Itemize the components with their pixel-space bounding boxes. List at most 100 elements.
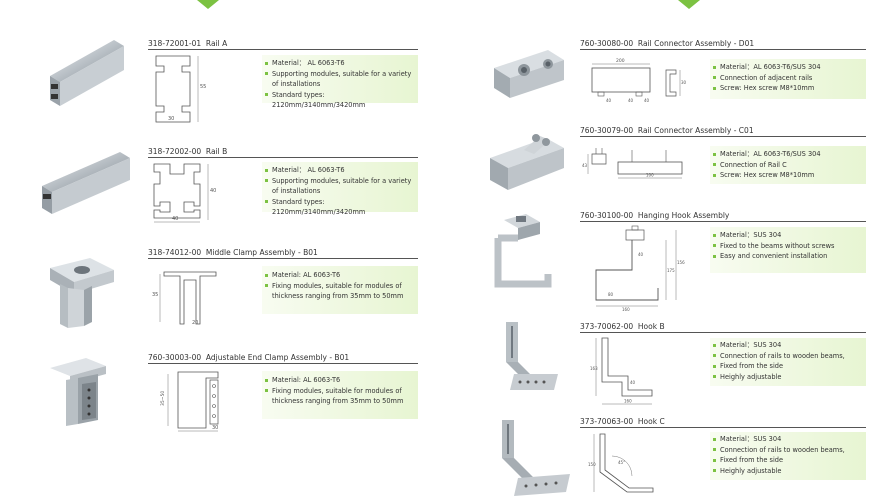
middle-clamp-spec-2: Fixing modules, suitable for modules of … [262,281,418,302]
hook-b-spec-2: Connection of rails to wooden beams, [710,351,866,362]
hanging-hook-drawing: 40 175 156 80 160 [595,225,685,312]
hook-b-header: 373-70062-00 Hook B [580,322,866,333]
middle-clamp-dim-height: 35 [152,292,158,298]
rail-a-specs: Material： AL 6063-T6 Supporting modules,… [262,55,418,109]
rail-b-dim-height: 40 [210,188,216,194]
end-clamp-spec-1: Material: AL 6063-T6 [262,375,418,386]
hanging-hook-name: Hanging Hook Assembly [637,211,730,220]
rail-b-spec-2: Supporting modules, suitable for a varie… [262,176,418,197]
rail-a-spec-1: Material： AL 6063-T6 [262,58,418,69]
end-clamp-code: 760-30003-00 [148,353,202,362]
middle-clamp-header: 318-74012-00 Middle Clamp Assembly - B01 [148,248,418,259]
rail-connector-d01-dim-a: 40 [606,98,612,103]
rail-a-drawing: 55 30 [155,55,206,123]
hook-c-drawing: 45° 150 [588,433,654,493]
rail-b-specs: Material： AL 6063-T6 Supporting modules,… [262,162,418,216]
rail-connector-c01-dim-height: 43 [582,163,588,168]
rail-connector-c01-spec-1: Material：AL 6063-T6/SUS 304 [710,149,866,160]
rail-connector-c01-spec-3: Screw: Hex screw M8*10mm [710,170,866,181]
hook-b-code: 373-70062-00 [580,322,634,331]
rail-b-dim-width: 40 [172,216,178,222]
end-clamp-drawing: 35~50 30 [160,371,219,432]
rail-connector-d01-dim-height: 30 [681,80,687,85]
rail-b-spec-1: Material： AL 6063-T6 [262,165,418,176]
hanging-hook-dim-c: 156 [677,260,685,265]
hanging-hook-specs: Material：SUS 304 Fixed to the beams with… [710,227,866,273]
section-arrow-right [678,0,700,9]
middle-clamp-photo [50,258,114,328]
hook-b-spec-3: Fixed from the side [710,361,866,372]
hanging-hook-dim-a: 40 [638,252,644,257]
rail-a-dim-width: 30 [168,116,174,122]
rail-connector-d01-name: Rail Connector Assembly - D01 [637,39,755,48]
hook-c-spec-3: Fixed from the side [710,455,866,466]
rail-a-photo [50,40,124,106]
rail-connector-c01-specs: Material：AL 6063-T6/SUS 304 Connection o… [710,146,866,184]
hanging-hook-dim-d: 80 [608,292,614,297]
end-clamp-name: Adjustable End Clamp Assembly - B01 [205,353,350,362]
hook-c-spec-2: Connection of rails to wooden beams, [710,445,866,456]
hook-b-spec-4: Heighly adjustable [710,372,866,383]
rail-connector-c01-drawing: 43 100 [582,148,683,179]
rail-a-spec-2: Supporting modules, suitable for a varie… [262,69,418,90]
hook-b-spec-1: Material：SUS 304 [710,340,866,351]
hanging-hook-spec-1: Material：SUS 304 [710,230,866,241]
section-arrow-left [197,0,219,9]
rail-b-header: 318-72002-00 Rail B [148,147,418,158]
middle-clamp-spec-1: Material: AL 6063-T6 [262,270,418,281]
hook-c-header: 373-70063-00 Hook C [580,417,866,428]
hanging-hook-header: 760-30100-00 Hanging Hook Assembly [580,211,866,222]
rail-connector-d01-photo [494,50,564,98]
hook-b-photo [506,322,558,390]
rail-connector-d01-header: 760-30080-00 Rail Connector Assembly - D… [580,39,866,50]
rail-b-drawing: 40 40 [153,163,216,223]
rail-connector-d01-spec-1: Material：AL 6063-T6/SUS 304 [710,62,866,73]
hook-c-dim-angle: 45° [618,460,625,465]
hook-c-code: 373-70063-00 [580,417,634,426]
rail-a-code: 318-72001-01 [148,39,202,48]
end-clamp-header: 760-30003-00 Adjustable End Clamp Assemb… [148,353,418,364]
rail-connector-c01-name: Rail Connector Assembly - C01 [637,126,754,135]
hook-c-dim-height: 150 [588,462,596,467]
hanging-hook-photo [494,214,552,288]
hanging-hook-spec-2: Fixed to the beams without screws [710,241,866,252]
hook-b-dim-length: 160 [624,399,632,404]
rail-connector-d01-drawing: 200 40 40 40 30 [591,58,687,103]
end-clamp-specs: Material: AL 6063-T6 Fixing modules, sui… [262,371,418,419]
hook-c-photo [502,420,570,496]
hook-c-specs: Material：SUS 304 Connection of rails to … [710,432,866,480]
rail-connector-c01-header: 760-30079-00 Rail Connector Assembly - C… [580,126,866,137]
rail-a-name: Rail A [205,39,228,48]
rail-connector-d01-dim-length: 200 [616,58,625,64]
hook-b-dim-step: 40 [630,380,636,385]
rail-b-photo [42,152,130,214]
hook-c-spec-1: Material：SUS 304 [710,434,866,445]
rail-connector-d01-dim-b: 40 [628,98,634,103]
rail-connector-c01-code: 760-30079-00 [580,126,634,135]
rail-connector-c01-spec-2: Connection of Rail C [710,160,866,171]
rail-a-header: 318-72001-01 Rail A [148,39,418,50]
rail-connector-d01-specs: Material：AL 6063-T6/SUS 304 Connection o… [710,59,866,99]
rail-b-spec-3: Standard types: 2120mm/3140mm/3420mm [262,197,418,218]
rail-connector-d01-spec-3: Screw: Hex screw M8*10mm [710,83,866,94]
hook-c-name: Hook C [637,417,665,426]
hanging-hook-dim-b: 175 [667,268,675,273]
middle-clamp-dim-width: 20 [192,320,198,326]
hook-b-specs: Material：SUS 304 Connection of rails to … [710,338,866,386]
rail-connector-d01-code: 760-30080-00 [580,39,634,48]
hook-b-drawing: 163 40 160 [590,337,653,405]
rail-connector-d01-dim-c: 40 [644,98,650,103]
middle-clamp-name: Middle Clamp Assembly - B01 [205,248,318,257]
rail-a-spec-3: Standard types: 2120mm/3140mm/3420mm [262,90,418,111]
rail-b-code: 318-72002-00 [148,147,202,156]
end-clamp-dim-height: 35~50 [160,391,166,406]
middle-clamp-drawing: 35 20 [152,271,217,326]
hook-b-dim-height: 163 [590,366,598,371]
rail-b-name: Rail B [205,147,228,156]
rail-connector-c01-dim-length: 100 [646,173,654,178]
end-clamp-photo [50,358,106,426]
end-clamp-dim-width: 30 [212,425,218,431]
hanging-hook-spec-3: Easy and convenient installation [710,251,866,262]
rail-connector-d01-spec-2: Connection of adjacent rails [710,73,866,84]
hanging-hook-dim-e: 160 [622,307,630,312]
